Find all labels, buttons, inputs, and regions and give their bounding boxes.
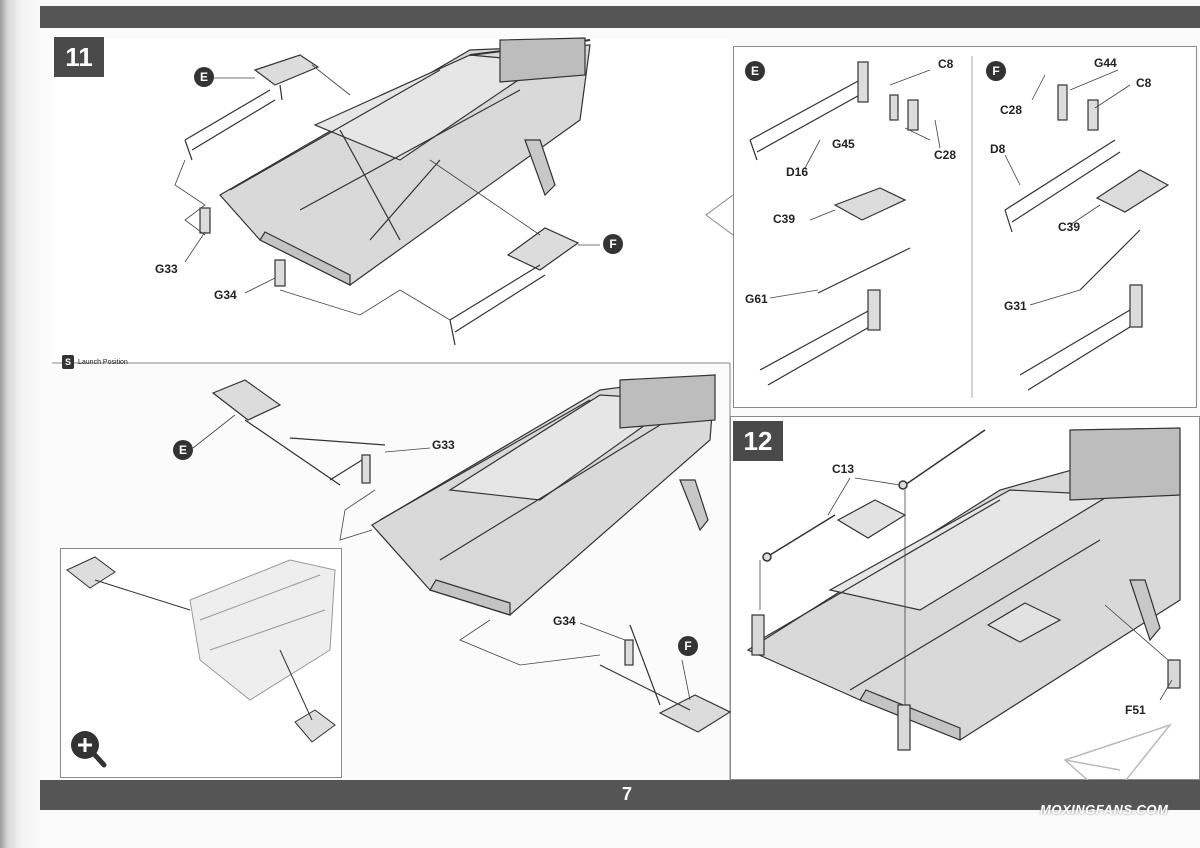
part-label-g34: G34 [553, 614, 576, 628]
detail-F [1004, 84, 1170, 391]
page-number: 7 [621, 784, 632, 804]
part-label-c39: C39 [773, 212, 796, 226]
arm-F-step11 [449, 227, 580, 346]
arm-E-launch [211, 379, 386, 486]
watermark-text: MOXINGFANS.COM [1040, 802, 1169, 817]
footer-bar [40, 780, 1200, 810]
page-binding [0, 0, 40, 848]
arm-F-launch [599, 624, 732, 733]
part-label-g34: G34 [214, 288, 237, 302]
part-label-g44: G44 [1094, 56, 1117, 70]
marker-E: E [173, 440, 193, 460]
marker-E: E [745, 61, 765, 81]
launch-icon: S [62, 355, 74, 369]
part-label-g33: G33 [155, 262, 178, 276]
chassis-step12 [746, 427, 1181, 751]
part-label-c8: C8 [938, 57, 954, 71]
marker-F: F [986, 61, 1006, 81]
magnify-plus-icon[interactable] [71, 731, 107, 768]
part-label-g61: G61 [745, 292, 768, 306]
step-number: 12 [733, 421, 783, 461]
marker-F: F [678, 636, 698, 656]
part-label-c28: C28 [934, 148, 957, 162]
part-label-g33: G33 [432, 438, 455, 452]
inset-chassis [66, 556, 336, 743]
part-label-f51: F51 [1125, 703, 1146, 717]
detail-box-ef [733, 46, 1197, 408]
launch-position-label: Launch Position [78, 358, 128, 366]
part-label-c28: C28 [1000, 103, 1023, 117]
rods-C13 [762, 429, 986, 562]
part-label-g45: G45 [832, 137, 855, 151]
chassis-step11 [219, 37, 591, 286]
part-label-c39: C39 [1058, 220, 1081, 234]
part-label-d8: D8 [990, 142, 1006, 156]
part-label-d16: D16 [786, 165, 809, 179]
part-label-c8: C8 [1136, 76, 1152, 90]
part-label-c13: C13 [832, 462, 855, 476]
marker-F: F [603, 234, 623, 254]
detail-E [749, 61, 919, 386]
marker-E: E [194, 67, 214, 87]
step-number: 11 [54, 37, 104, 77]
arm-E-step11 [184, 54, 320, 287]
part-label-g31: G31 [1004, 299, 1027, 313]
chassis-launch [371, 374, 716, 616]
launch-position-tag: S Launch Position [62, 355, 128, 369]
header-bar [40, 6, 1200, 28]
